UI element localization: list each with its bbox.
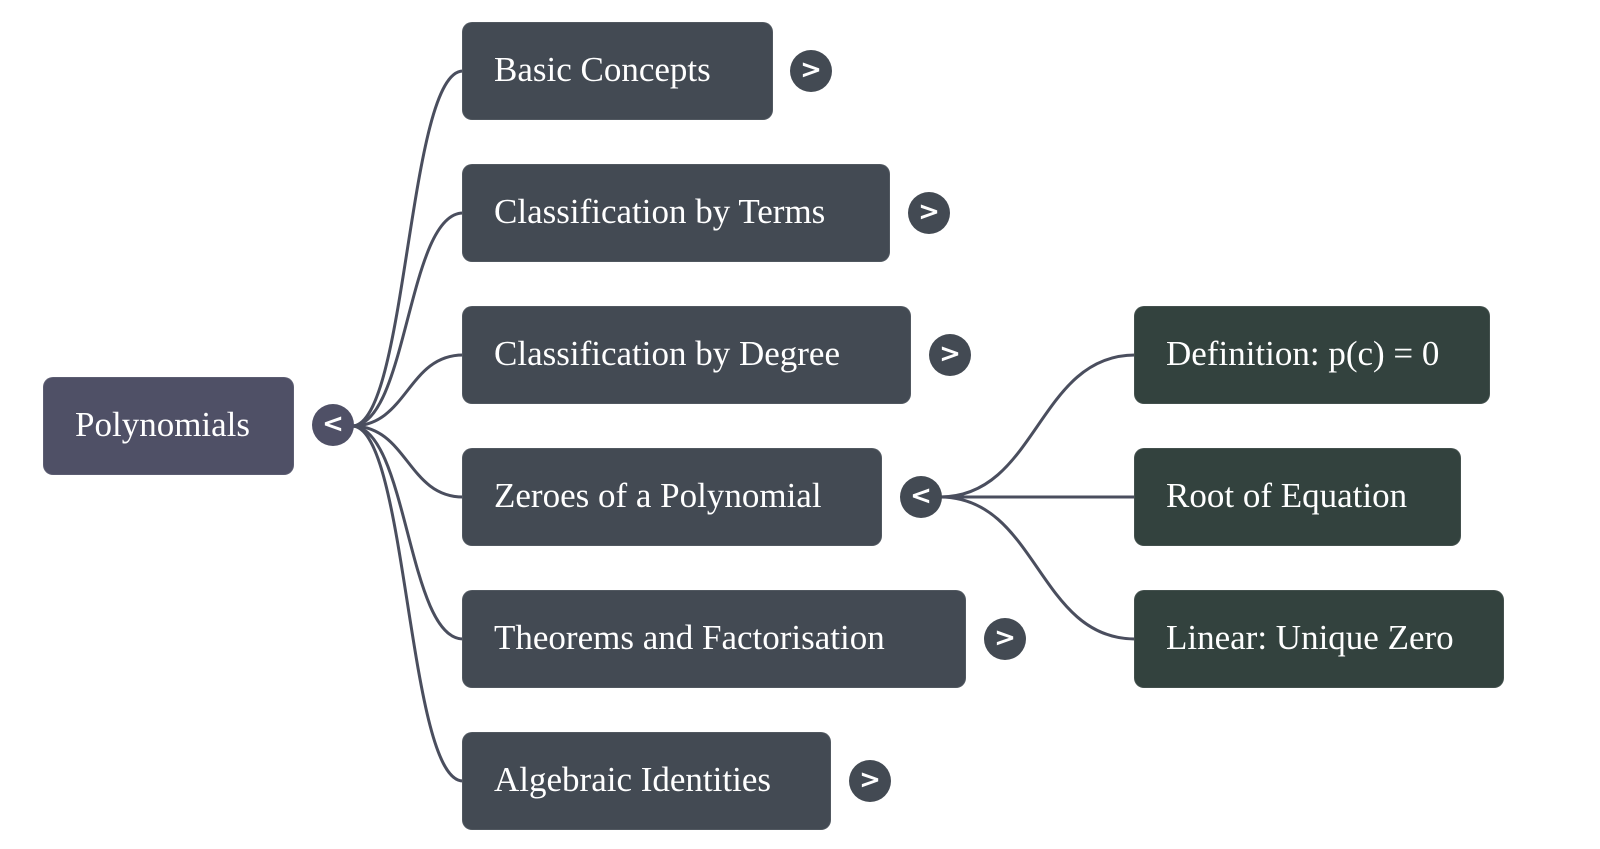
node-root-of-equation[interactable]: Root of Equation	[1134, 448, 1461, 546]
collapse-toggle-zeroes-of-a-polynomial[interactable]: <	[900, 476, 942, 518]
node-definition-pc-0[interactable]: Definition: p(c) = 0	[1134, 306, 1490, 404]
collapse-toggle-root[interactable]: <	[312, 404, 354, 446]
node-classification-by-terms[interactable]: Classification by Terms	[462, 164, 890, 262]
connector-root-to-child-5	[351, 424, 464, 783]
root-node-label: Polynomials	[75, 404, 251, 444]
chevron-right-icon: >	[918, 197, 940, 227]
root-node-polynomials[interactable]: Polynomials	[43, 377, 294, 475]
node-label: Zeroes of a Polynomial	[494, 475, 822, 515]
expand-toggle-classification-by-terms[interactable]: >	[908, 192, 950, 234]
expand-toggle-basic-concepts[interactable]: >	[790, 50, 832, 92]
chevron-right-icon: >	[859, 765, 881, 795]
connector-root-to-child-4	[351, 424, 464, 641]
expand-toggle-algebraic-identities[interactable]: >	[849, 760, 891, 802]
connector-root-to-child-3	[351, 424, 464, 499]
connector-zeroes-to-child-2	[939, 495, 1136, 641]
node-theorems-and-factorisation[interactable]: Theorems and Factorisation	[462, 590, 966, 688]
node-basic-concepts[interactable]: Basic Concepts	[462, 22, 773, 120]
node-zeroes-of-a-polynomial[interactable]: Zeroes of a Polynomial	[462, 448, 882, 546]
node-label: Classification by Terms	[494, 191, 826, 231]
connector-root-to-child-0	[351, 69, 464, 428]
chevron-right-icon: >	[939, 339, 961, 369]
node-linear-unique-zero[interactable]: Linear: Unique Zero	[1134, 590, 1504, 688]
chevron-right-icon: >	[994, 623, 1016, 653]
node-label: Basic Concepts	[494, 49, 711, 89]
expand-toggle-theorems-and-factorisation[interactable]: >	[984, 618, 1026, 660]
chevron-left-icon: <	[322, 409, 344, 439]
node-label: Definition: p(c) = 0	[1166, 333, 1440, 373]
expand-toggle-classification-by-degree[interactable]: >	[929, 334, 971, 376]
chevron-left-icon: <	[910, 481, 932, 511]
connector-root-to-child-1	[351, 211, 464, 428]
chevron-right-icon: >	[800, 55, 822, 85]
node-classification-by-degree[interactable]: Classification by Degree	[462, 306, 911, 404]
connector-zeroes-to-child-0	[939, 353, 1136, 499]
node-label: Algebraic Identities	[494, 759, 771, 799]
node-label: Theorems and Factorisation	[494, 617, 885, 657]
node-label: Linear: Unique Zero	[1166, 617, 1454, 657]
node-label: Classification by Degree	[494, 333, 841, 373]
node-algebraic-identities[interactable]: Algebraic Identities	[462, 732, 831, 830]
connector-root-to-child-2	[351, 353, 464, 428]
node-label: Root of Equation	[1166, 475, 1408, 515]
